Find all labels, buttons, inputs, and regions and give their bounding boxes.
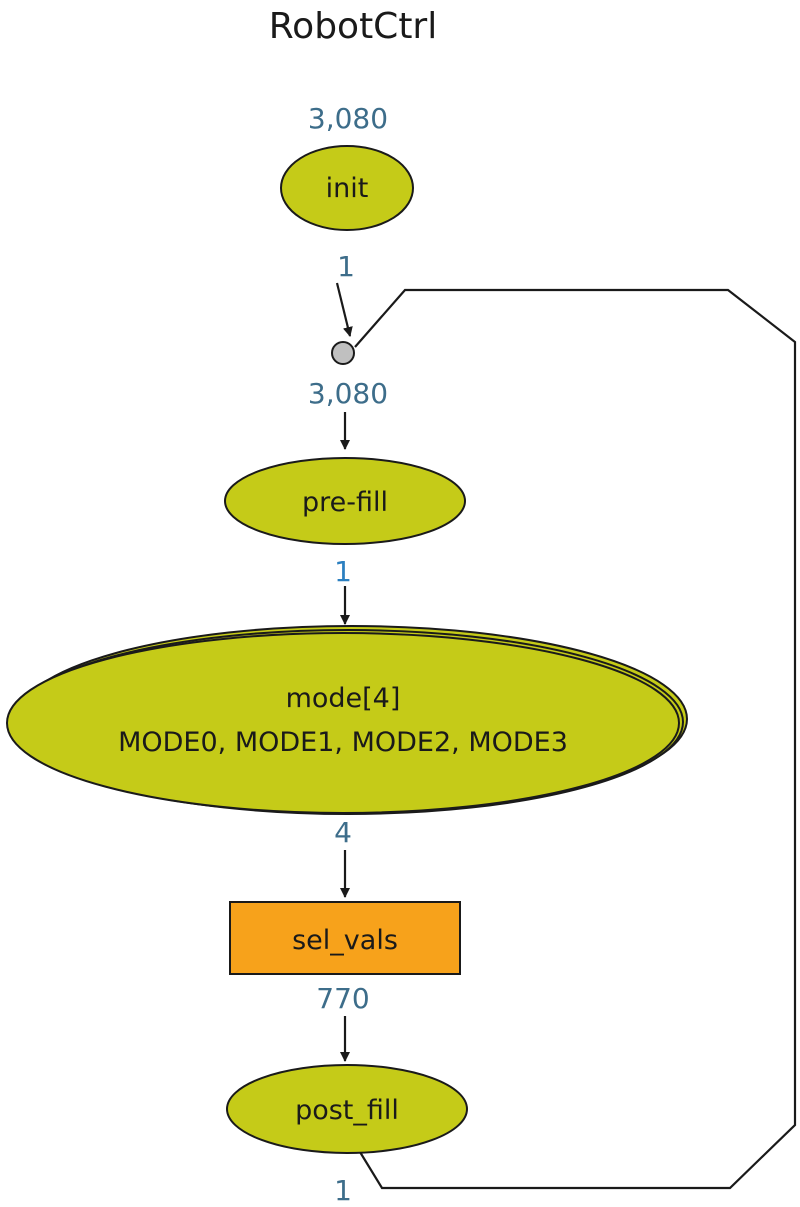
- prefill-out-count: 1: [334, 555, 352, 588]
- junction-node: [331, 341, 355, 365]
- init-node[interactable]: init: [280, 145, 414, 231]
- init-node-shape: [280, 145, 414, 231]
- postfill-node[interactable]: post_fill: [226, 1064, 468, 1154]
- mode-node-title: mode[4]: [286, 683, 401, 714]
- prefill-node-shape: [224, 457, 466, 545]
- mode-node[interactable]: mode[4] MODE0, MODE1, MODE2, MODE3: [6, 625, 688, 815]
- init-to-junction-edge: [335, 282, 353, 337]
- selvals-node-shape: [229, 901, 461, 975]
- diagram-title: RobotCtrl: [269, 6, 437, 47]
- mode-node-stack-front: [6, 632, 680, 814]
- postfill-node-shape: [226, 1064, 468, 1154]
- junction-out-count: 3,080: [308, 377, 388, 410]
- prefill-node[interactable]: pre-fill: [224, 457, 466, 545]
- prefill-node-label: pre-fill: [302, 487, 388, 518]
- init-out-count: 1: [337, 250, 355, 283]
- selvals-node-label: sel_vals: [292, 925, 398, 956]
- mode-node-values: MODE0, MODE1, MODE2, MODE3: [118, 727, 568, 758]
- init-count-label: 3,080: [308, 102, 388, 135]
- selvals-out-count: 770: [316, 982, 369, 1015]
- loop-back-edge: [354, 288, 797, 1190]
- selvals-node[interactable]: sel_vals: [229, 901, 461, 975]
- postfill-out-count: 1: [334, 1174, 352, 1207]
- init-node-label: init: [326, 173, 369, 204]
- mode-out-count: 4: [334, 816, 352, 849]
- postfill-node-label: post_fill: [295, 1095, 399, 1126]
